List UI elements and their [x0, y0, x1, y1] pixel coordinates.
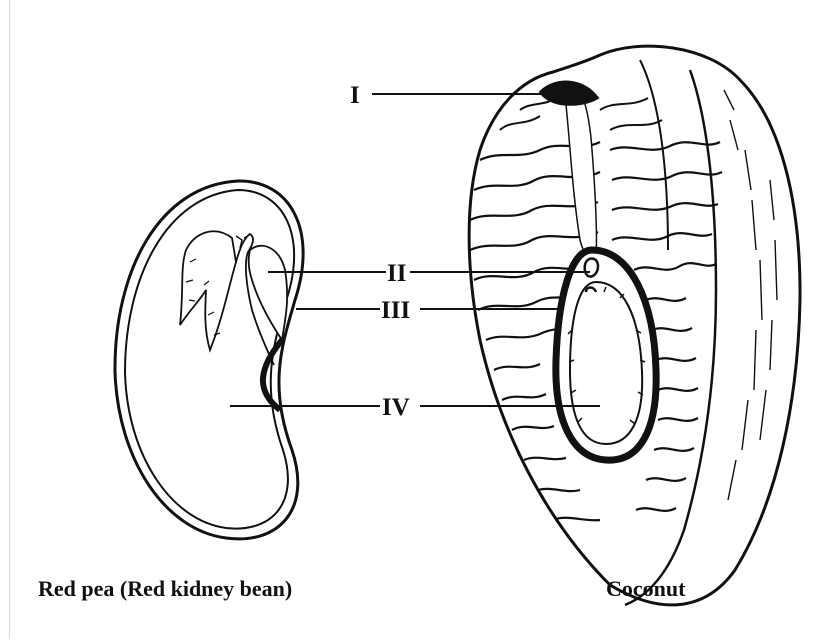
label-IV: IV — [382, 394, 410, 421]
label-I: I — [350, 82, 360, 109]
coconut-diagram — [469, 46, 800, 605]
coconut-embryo — [585, 259, 598, 277]
label-III: III — [381, 297, 410, 324]
bean-cotyledon-part — [249, 246, 287, 340]
label-II: II — [387, 260, 406, 287]
kidney-bean-diagram — [115, 181, 303, 539]
page-edge-line — [9, 0, 10, 639]
bean-plumule-leaf-left — [180, 231, 236, 350]
caption-red-pea: Red pea (Red kidney bean) — [38, 576, 292, 601]
caption-coconut: Coconut — [606, 576, 686, 601]
